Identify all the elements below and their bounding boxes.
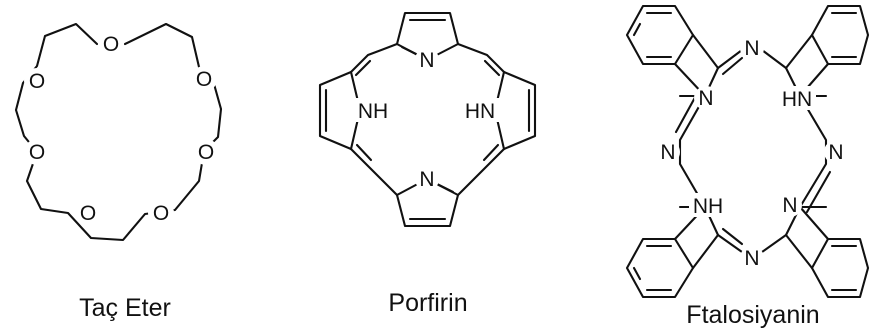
phthalocyanine-nh-inner-top-right: HN [778,86,816,111]
phthalocyanine-nitrogen-inner-bottom-right: N [778,193,802,217]
phthalocyanine-nitrogen-bridge-bottom: N [740,246,764,270]
svg-text:N: N [744,247,759,270]
porphyrin-nitrogen-top: N [415,48,439,72]
porphyrin-structure: N NH HN N Porfirin [318,11,537,317]
phthalocyanine-nitrogen-bridge-right: N [824,140,848,164]
phthalocyanine-nitrogen-bridge-left: N [656,140,680,164]
svg-text:N: N [782,194,797,217]
crown-ether-oxygen-4: O [24,139,50,165]
crown-ether-oxygen-1: O [98,31,124,57]
svg-text:N: N [744,37,759,60]
svg-text:N: N [419,168,434,191]
phthalocyanine-nitrogen-bridge-top: N [740,36,764,60]
svg-text:O: O [80,202,96,225]
phthalocyanine-bonds [625,4,870,299]
crown-ether-oxygen-3: O [191,66,217,92]
svg-text:O: O [29,141,45,164]
svg-text:NH: NH [693,195,723,218]
porphyrin-nh-right: HN [461,98,499,123]
phthalocyanine-caption: Ftalosiyanin [686,301,819,329]
crown-ether-caption: Taç Eter [79,294,171,322]
porphyrin-bonds [318,11,537,228]
phthalocyanine-structure: N N HN N N NH N N Ftalosiyanin [625,4,870,329]
svg-text:HN: HN [782,88,812,111]
svg-text:N: N [660,141,675,164]
svg-text:NH: NH [358,100,388,123]
porphyrin-nh-left: NH [354,98,392,123]
crown-ether-structure: O O O O O O O Taç Eter [14,22,223,322]
svg-text:N: N [698,87,713,110]
crown-ether-bonds [14,22,223,242]
porphyrin-nitrogen-bottom: N [415,167,439,191]
porphyrin-caption: Porfirin [388,289,467,317]
svg-text:O: O [196,68,212,91]
svg-text:O: O [153,202,169,225]
crown-ether-oxygen-7: O [148,200,174,226]
svg-text:N: N [828,141,843,164]
svg-text:N: N [419,49,434,72]
svg-text:HN: HN [465,100,495,123]
phthalocyanine-nitrogen-inner-top-left: N [694,86,718,110]
svg-text:O: O [29,70,45,93]
svg-text:O: O [198,141,214,164]
phthalocyanine-nh-inner-bottom-left: NH [689,193,727,218]
crown-ether-oxygen-5: O [193,139,219,165]
crown-ether-oxygen-2: O [24,68,50,94]
crown-ether-oxygen-6: O [75,200,101,226]
svg-text:O: O [103,33,119,56]
